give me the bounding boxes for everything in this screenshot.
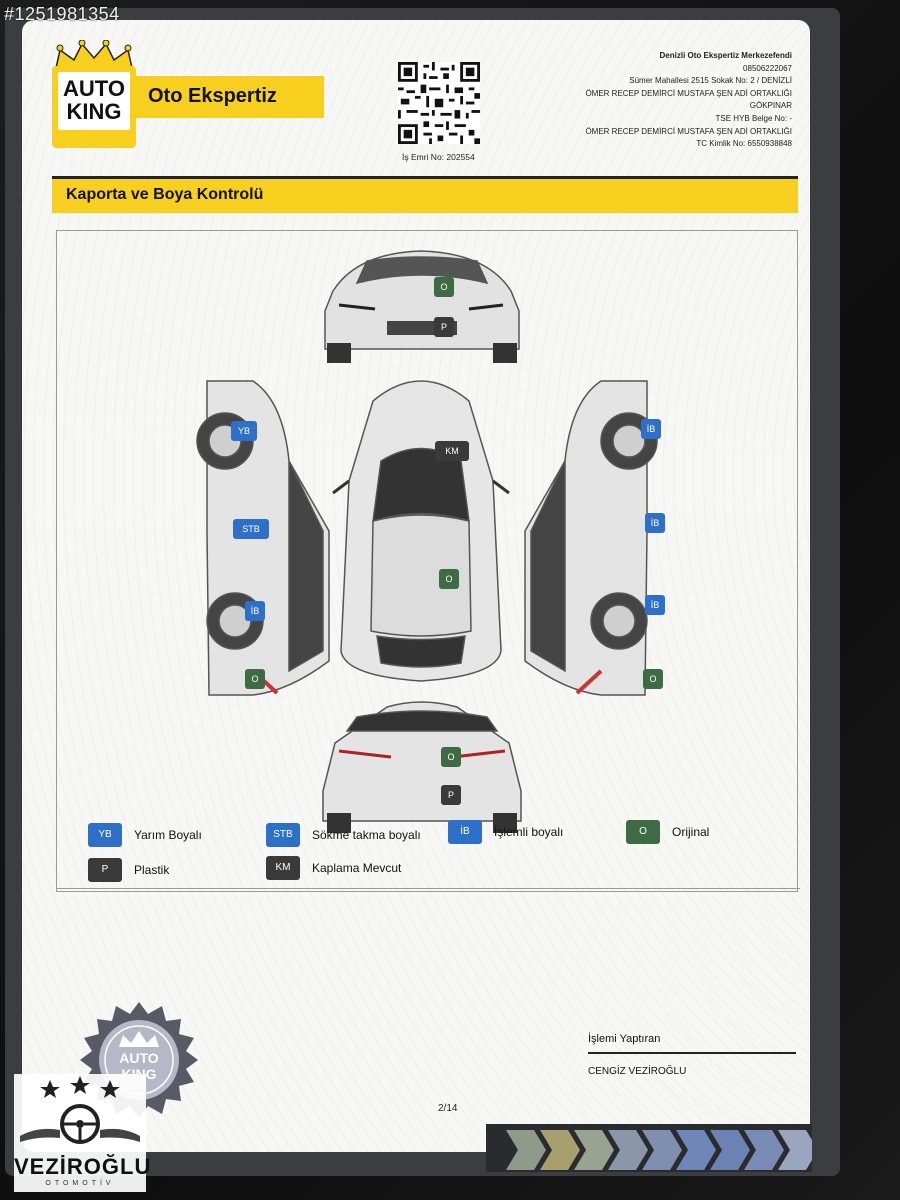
- legend-label: Kaplama Mevcut: [312, 861, 402, 875]
- section-title: Kaporta ve Boya Kontrolü: [66, 186, 264, 203]
- qr-code-icon: [398, 62, 480, 144]
- legend-item-ib: İB İşlemli boyalı: [448, 820, 563, 844]
- legend-item-p: P Plastik: [88, 858, 169, 882]
- dealer-name: VEZİROĞLU: [14, 1154, 152, 1179]
- steering-wheel-icon: [20, 1076, 140, 1144]
- legend-item-yb: YB Yarım Boyalı: [88, 823, 202, 847]
- page-number: 2/14: [438, 1103, 458, 1114]
- legend-badge: İB: [448, 820, 482, 844]
- legend-badge: O: [626, 820, 660, 844]
- brand-bar: Oto Ekspertiz: [134, 76, 324, 118]
- company-line: 08506222067: [743, 63, 792, 73]
- report-page: AUTO KING Oto Ekspertiz İş Emri No: 2025…: [22, 20, 810, 1152]
- legend-badge: STB: [266, 823, 300, 847]
- car-front-view: [324, 250, 520, 363]
- company-line: TC Kimlik No: 6550938848: [696, 139, 792, 149]
- logo-line-1: AUTO: [63, 76, 125, 101]
- auto-king-logo: AUTO KING: [46, 38, 146, 148]
- legend-label: Sökme takma boyalı: [312, 828, 421, 842]
- legend-label: Plastik: [134, 863, 170, 877]
- car-outlines: [196, 250, 658, 833]
- signature-name: CENGİZ VEZİROĞLU: [588, 1066, 687, 1077]
- brand-title: Oto Ekspertiz: [148, 85, 277, 107]
- company-line: Sümer Mahallesi 2515 Sokak No: 2 / DENİZ…: [629, 76, 792, 86]
- company-info: Denizli Oto Ekspertiz Merkezefendi 08506…: [585, 50, 792, 151]
- car-rear-view: [322, 701, 522, 833]
- company-line: GÖKPINAR: [749, 101, 792, 111]
- right-rear-fender-badge: O: [643, 669, 663, 689]
- legend-item-km: KM Kaplama Mevcut: [266, 856, 401, 880]
- company-line: ÖMER RECEP DEMİRCİ MUSTAFA ŞEN ADİ ORTAK…: [585, 88, 792, 98]
- section-header: Kaporta ve Boya Kontrolü: [52, 176, 798, 213]
- listing-id-watermark: #1251981354: [4, 4, 120, 24]
- front-hood-badge: O: [434, 277, 454, 297]
- legend-label: İşlemli boyalı: [494, 825, 564, 839]
- legend-badge: KM: [266, 856, 300, 880]
- rear-trunk-badge: O: [441, 747, 461, 767]
- logo-text-box: AUTO KING: [58, 72, 130, 130]
- signature-label: İşlemi Yaptıran: [588, 1033, 661, 1045]
- legend-item-o: O Orijinal: [626, 820, 709, 844]
- crown-icon: [55, 40, 133, 69]
- right-rear-door-badge: İB: [645, 595, 665, 615]
- company-line: Denizli Oto Ekspertiz Merkezefendi: [659, 51, 792, 60]
- page-index-tabs: [486, 1124, 812, 1172]
- rear-bumper-badge: P: [441, 785, 461, 805]
- legend-label: Orijinal: [672, 825, 710, 839]
- top-roof-badge: O: [439, 569, 459, 589]
- legend-label: Yarım Boyalı: [134, 828, 202, 842]
- signature-line: [588, 1052, 796, 1054]
- company-line: ÖMER RECEP DEMİRCİ MUSTAFA ŞEN ADİ ORTAK…: [585, 126, 792, 136]
- dealer-subtitle: OTOMOTİV: [45, 1180, 115, 1187]
- front-bumper-badge: P: [434, 317, 454, 337]
- dealer-watermark: VEZİROĞLU OTOMOTİV: [14, 1074, 152, 1192]
- left-front-door-badge: STB: [233, 519, 269, 539]
- seal-line-1: AUTO: [119, 1050, 159, 1066]
- legend-item-stb: STB Sökme takma boyalı: [266, 823, 421, 847]
- left-front-fender-badge: YB: [231, 421, 257, 441]
- car-top-view: [332, 380, 510, 682]
- legend-badge: YB: [88, 823, 122, 847]
- legend-badge: P: [88, 858, 122, 882]
- work-order-number: İş Emri No: 202554: [402, 152, 475, 162]
- left-rear-door-badge: İB: [245, 601, 265, 621]
- logo-badge: AUTO KING: [52, 66, 136, 148]
- right-front-fender-badge: İB: [641, 419, 661, 439]
- top-roof-front-badge: KM: [435, 441, 469, 461]
- right-front-door-badge: İB: [645, 513, 665, 533]
- left-rear-fender-badge: O: [245, 669, 265, 689]
- logo-line-2: KING: [66, 99, 122, 124]
- car-right-side-view: [524, 380, 658, 696]
- car-body-diagram: O P KM O YB STB İB O İB İB İB O O P: [56, 230, 798, 892]
- divider: [56, 888, 800, 889]
- company-line: TSE HYB Belge No: -: [715, 113, 792, 123]
